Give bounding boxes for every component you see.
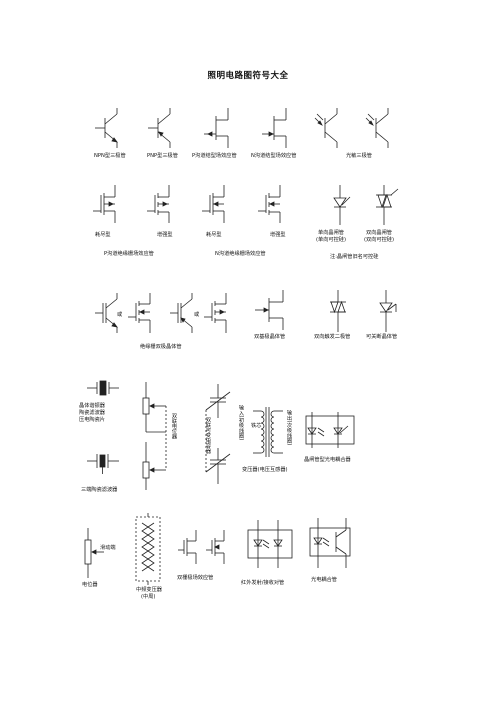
transformer-output-label: 输出(次级线圈) — [286, 410, 292, 446]
p-jfet-icon — [204, 108, 229, 148]
n-mos-caption: N沟道绝缘栅场效应管 — [215, 251, 266, 257]
p-mos-depletion-icon — [93, 185, 116, 223]
crystal-label-1: 晶体谐振器 — [79, 403, 105, 409]
potentiometer-label: 电位器 — [82, 582, 98, 588]
npn-label: NPN型三极管 — [94, 153, 126, 159]
phototransistor-icon-1 — [314, 108, 338, 148]
dual-potentiometer-icon — [142, 382, 167, 490]
igbt-icon-1 — [95, 293, 118, 333]
depletion-label-1: 耗尽型 — [95, 232, 111, 238]
dual-gate-fet-icon — [178, 530, 225, 564]
three-terminal-filter-icon — [87, 454, 119, 474]
photo-coupler-label: 光电耦合管 — [311, 577, 337, 583]
dual-base-transistor-icon — [255, 290, 284, 330]
igbt-icon-2 — [128, 293, 151, 333]
scr-single-note: (单向可控硅) — [316, 237, 346, 243]
scr-single-label: 单向晶闸管 — [318, 230, 344, 236]
p-jfet-label: P沟道结型场效应管 — [192, 153, 237, 159]
gto-icon — [379, 290, 397, 332]
dual-variable-capacitor-icon — [205, 384, 231, 484]
enhancement-label-2: 增强型 — [270, 232, 286, 238]
ir-pair-icon — [247, 520, 293, 568]
p-mos-enhancement-icon — [147, 185, 170, 223]
scr-optocoupler-icon — [305, 412, 355, 448]
or-label-1: 或 — [117, 312, 123, 318]
page-title: 照明电路图符号大全 — [207, 71, 289, 81]
if-transformer-icon — [135, 513, 161, 585]
if-transformer-label: 中频变压器 — [136, 587, 162, 593]
pnp-transistor-icon — [148, 108, 171, 148]
dual-base-label: 双基极晶体管 — [254, 334, 286, 340]
dual-gate-fet-label: 双栅极场效应管 — [177, 575, 214, 581]
n-jfet-icon — [262, 108, 287, 148]
scr-note: 注:晶闸管旧名可控硅 — [330, 254, 379, 260]
scr-bi-note: (双向可控硅) — [364, 237, 394, 243]
n-jfet-label: N沟道结型场效应管 — [251, 153, 297, 159]
igbt-icon-3 — [170, 293, 193, 333]
npn-transistor-icon — [95, 108, 118, 148]
crystal-label-3: 压电陶瓷片 — [79, 417, 105, 423]
crystal-resonator-icon — [87, 380, 119, 396]
scr-optocoupler-label: 晶闸管型光电耦合器 — [304, 457, 351, 463]
trimmer-label: 三端陶瓷滤波器 — [81, 487, 118, 493]
depletion-label-2: 耗尽型 — [206, 232, 222, 238]
scr-single-icon — [333, 185, 351, 225]
dual-cap-label: 双联可变电容器 — [205, 417, 211, 454]
p-mos-caption: P沟道绝缘栅场效应管 — [104, 251, 154, 257]
transformer-label: 变压器(电压互感器) — [242, 467, 288, 473]
phototransistor-label: 光敏三极管 — [346, 153, 372, 159]
scr-bi-label: 双向晶闸管 — [366, 230, 392, 236]
scr-bi-icon — [376, 185, 399, 225]
transformer-icon — [253, 407, 283, 457]
igbt-icon-4 — [204, 293, 227, 333]
gto-label: 可关断晶体管 — [366, 334, 398, 340]
photo-coupler-icon — [309, 518, 351, 568]
crystal-label-2: 陶瓷滤波器 — [79, 410, 105, 416]
phototransistor-icon-2 — [365, 108, 389, 148]
n-mos-enhancement-icon — [258, 185, 281, 223]
or-label-2: 或 — [194, 312, 200, 318]
ir-pair-label: 红外发射/接收对管 — [241, 580, 285, 586]
enhancement-label-1: 增强型 — [157, 232, 173, 238]
diac-label: 双向触发二极管 — [314, 334, 351, 340]
if-transformer-note: (中周) — [141, 594, 156, 600]
dual-pot-label: 双联电位器 — [171, 413, 177, 439]
igbt-label: 绝缘栅双极晶体管 — [140, 344, 182, 350]
pnp-label: PNP型三极管 — [147, 153, 178, 159]
potentiometer-icon — [84, 528, 104, 578]
n-mos-depletion-icon — [202, 185, 225, 223]
slide-terminal-label: 滑动端 — [100, 545, 116, 551]
transformer-input-label: 输入(初级线圈) — [238, 405, 244, 441]
transformer-core-label: 铁芯 — [251, 423, 262, 429]
diac-icon — [330, 290, 346, 332]
